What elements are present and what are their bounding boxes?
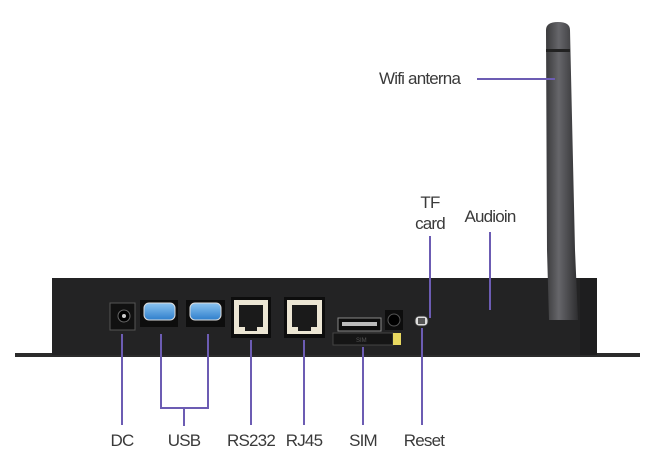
wifi-antenna (546, 22, 578, 320)
sim-slot: SIM (332, 332, 401, 346)
rs232-port (231, 297, 271, 338)
label-rj45: RJ45 (286, 431, 323, 450)
label-tf-card-2: card (415, 214, 445, 233)
label-usb: USB (168, 431, 201, 450)
label-tf-card-1: TF (420, 193, 440, 212)
rj45-port (284, 297, 325, 338)
label-sim: SIM (349, 431, 377, 450)
sim-slot-text: SIM (356, 338, 367, 344)
usb-port-2 (186, 300, 225, 327)
reset-button (414, 315, 429, 327)
antenna-bracket (580, 278, 597, 355)
tf-card-slot (337, 317, 382, 332)
audio-jack (385, 310, 403, 330)
label-reset: Reset (404, 431, 445, 450)
label-rs232: RS232 (227, 431, 275, 450)
label-audioin: Audioin (464, 207, 515, 226)
usb-port-1 (140, 300, 178, 327)
label-dc: DC (111, 431, 134, 450)
dc-port (109, 302, 136, 331)
label-wifi-antenna: Wifi anterna (379, 69, 461, 88)
